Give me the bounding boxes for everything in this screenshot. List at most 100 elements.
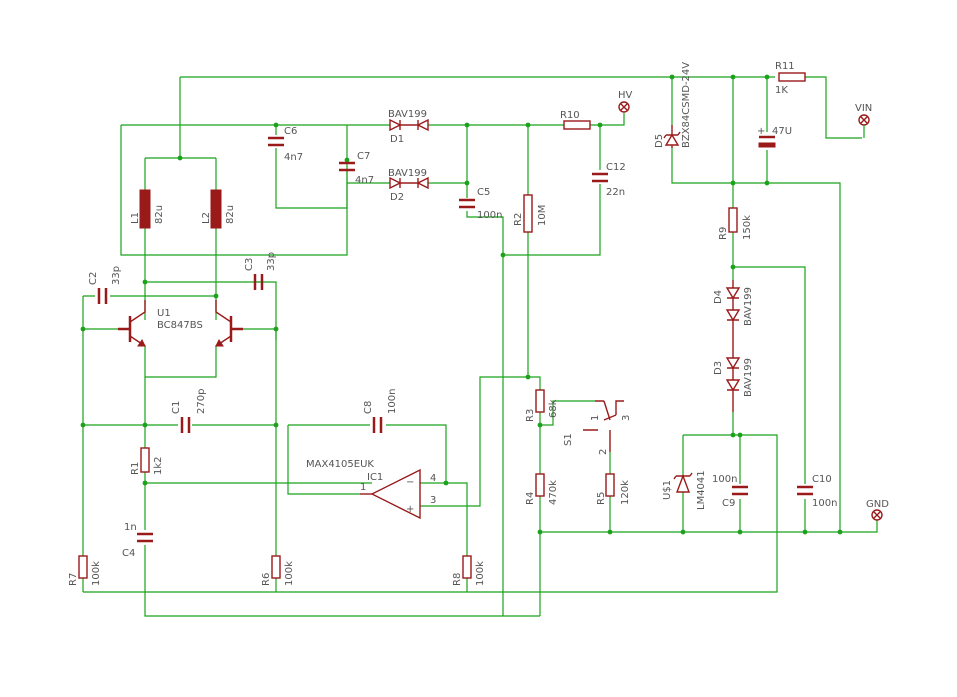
d4-value: BAV199 xyxy=(743,287,754,326)
capacitor-c6: C6 4n7 xyxy=(268,126,303,163)
r11-name: R11 xyxy=(775,61,795,72)
d1-value: BAV199 xyxy=(388,109,427,120)
c6-value: 4n7 xyxy=(284,152,303,163)
r1-value: 1k2 xyxy=(153,456,164,475)
r9-value: 150k xyxy=(742,215,753,240)
c6-name: C6 xyxy=(284,126,297,137)
ic1-pin1: 1 xyxy=(360,482,366,493)
us1-name: U$1 xyxy=(662,480,673,500)
c3-value: 33p xyxy=(266,252,277,271)
l2-name: L2 xyxy=(201,212,212,224)
c10-value: 100n xyxy=(812,498,837,509)
r1-name: R1 xyxy=(130,462,141,475)
s1-pin1: 1 xyxy=(590,415,601,421)
ic1-plus: + xyxy=(406,504,414,515)
transistor-u1: U1 BC847BS xyxy=(118,300,243,347)
c5-name: C5 xyxy=(477,187,490,198)
ic1-pin3: 3 xyxy=(430,495,436,506)
c3-name: C3 xyxy=(244,258,255,271)
capacitor-c7: C7 4n7 xyxy=(339,151,374,186)
gnd-label: GND xyxy=(866,499,889,510)
resistor-r7: R7 100k xyxy=(68,555,102,586)
c7-value: 4n7 xyxy=(355,175,374,186)
c10-name: C10 xyxy=(812,474,832,485)
inductor-l2: L2 82u xyxy=(201,189,236,229)
d3-value: BAV199 xyxy=(743,358,754,397)
r6-name: R6 xyxy=(261,573,272,586)
r6-value: 100k xyxy=(284,561,295,586)
d2-value: BAV199 xyxy=(388,168,427,179)
l1-name: L1 xyxy=(130,212,141,224)
c8-value: 100n xyxy=(387,389,398,414)
r7-name: R7 xyxy=(68,573,79,586)
c1-name: C1 xyxy=(171,401,182,414)
c9-name: C9 xyxy=(722,498,735,509)
diode-d2: BAV199 D2 xyxy=(388,168,429,203)
resistor-r9: R9 150k xyxy=(718,207,753,240)
capacitor-c8: C8 100n xyxy=(363,389,398,433)
capacitor-c4: 1n C4 xyxy=(122,522,153,559)
junctions xyxy=(80,74,843,535)
s1-name: S1 xyxy=(563,433,574,446)
d2-name: D2 xyxy=(390,192,404,203)
d4-name: D4 xyxy=(713,290,724,304)
c4-name: C4 xyxy=(122,548,135,559)
c12-name: C12 xyxy=(606,162,626,173)
opamp-ic1: MAX4105EUK IC1 1 4 3 − + xyxy=(306,459,436,520)
d5-value: BZX84CSMD-24V xyxy=(681,62,692,148)
c1-value: 270p xyxy=(196,389,207,414)
c7-name: C7 xyxy=(357,151,370,162)
r8-name: R8 xyxy=(452,573,463,586)
u1-value: BC847BS xyxy=(157,320,203,331)
r5-value: 120k xyxy=(620,480,631,505)
switch-s1: S1 1 3 2 xyxy=(563,400,632,455)
c5-value: 100n xyxy=(477,210,502,221)
gnd-terminal: GND xyxy=(866,499,889,521)
r7-value: 100k xyxy=(91,561,102,586)
s1-pin3: 3 xyxy=(621,415,632,421)
r11-value: 1K xyxy=(775,85,788,96)
ic1-minus: − xyxy=(406,477,414,488)
r2-value: 10M xyxy=(537,205,548,226)
r4-value: 470k xyxy=(548,480,559,505)
diode-d1: BAV199 D1 xyxy=(388,109,429,145)
l2-value: 82u xyxy=(225,205,236,224)
d5-name: D5 xyxy=(654,134,665,148)
resistor-r6: R6 100k xyxy=(261,555,295,586)
resistor-r1: R1 1k2 xyxy=(130,447,164,475)
capacitor-c1: C1 270p xyxy=(171,389,207,433)
capacitor-47u: + 47U xyxy=(757,126,792,148)
c2-name: C2 xyxy=(88,272,99,285)
capacitor-c2: C2 33p xyxy=(88,266,122,304)
c8-name: C8 xyxy=(363,401,374,414)
c9-value: 100n xyxy=(712,474,737,485)
inductor-l1: L1 82u xyxy=(130,189,165,229)
d3-name: D3 xyxy=(713,361,724,375)
diode-d5: D5 BZX84CSMD-24V xyxy=(654,62,692,148)
vin-terminal: VIN xyxy=(855,103,872,138)
capacitor-c12: C12 22n xyxy=(592,162,626,198)
c12-value: 22n xyxy=(606,187,625,198)
hv-label: HV xyxy=(618,90,633,101)
r4-name: R4 xyxy=(525,492,536,505)
r10-name: R10 xyxy=(560,110,580,121)
hv-terminal: HV xyxy=(618,90,633,113)
capacitor-c5: C5 100n xyxy=(459,187,502,221)
resistor-r4: R4 470k xyxy=(525,473,559,505)
l1-value: 82u xyxy=(154,205,165,224)
resistor-r5: R5 120k xyxy=(596,473,631,505)
resistor-r3: R3 68k xyxy=(525,389,559,422)
c47u-plus: + xyxy=(757,126,765,137)
capacitor-c9: 100n C9 xyxy=(712,474,748,509)
resistor-r11: R11 1K xyxy=(775,61,806,96)
u1-name: U1 xyxy=(157,308,171,319)
ic1-pin4: 4 xyxy=(430,473,436,484)
r8-value: 100k xyxy=(475,561,486,586)
capacitor-c3: C3 33p xyxy=(244,252,277,290)
diode-d4: D4 BAV199 xyxy=(713,280,754,358)
c2-value: 33p xyxy=(111,266,122,285)
vin-label: VIN xyxy=(855,103,872,114)
s1-pin2: 2 xyxy=(598,449,609,455)
resistor-r8: R8 100k xyxy=(452,555,486,586)
